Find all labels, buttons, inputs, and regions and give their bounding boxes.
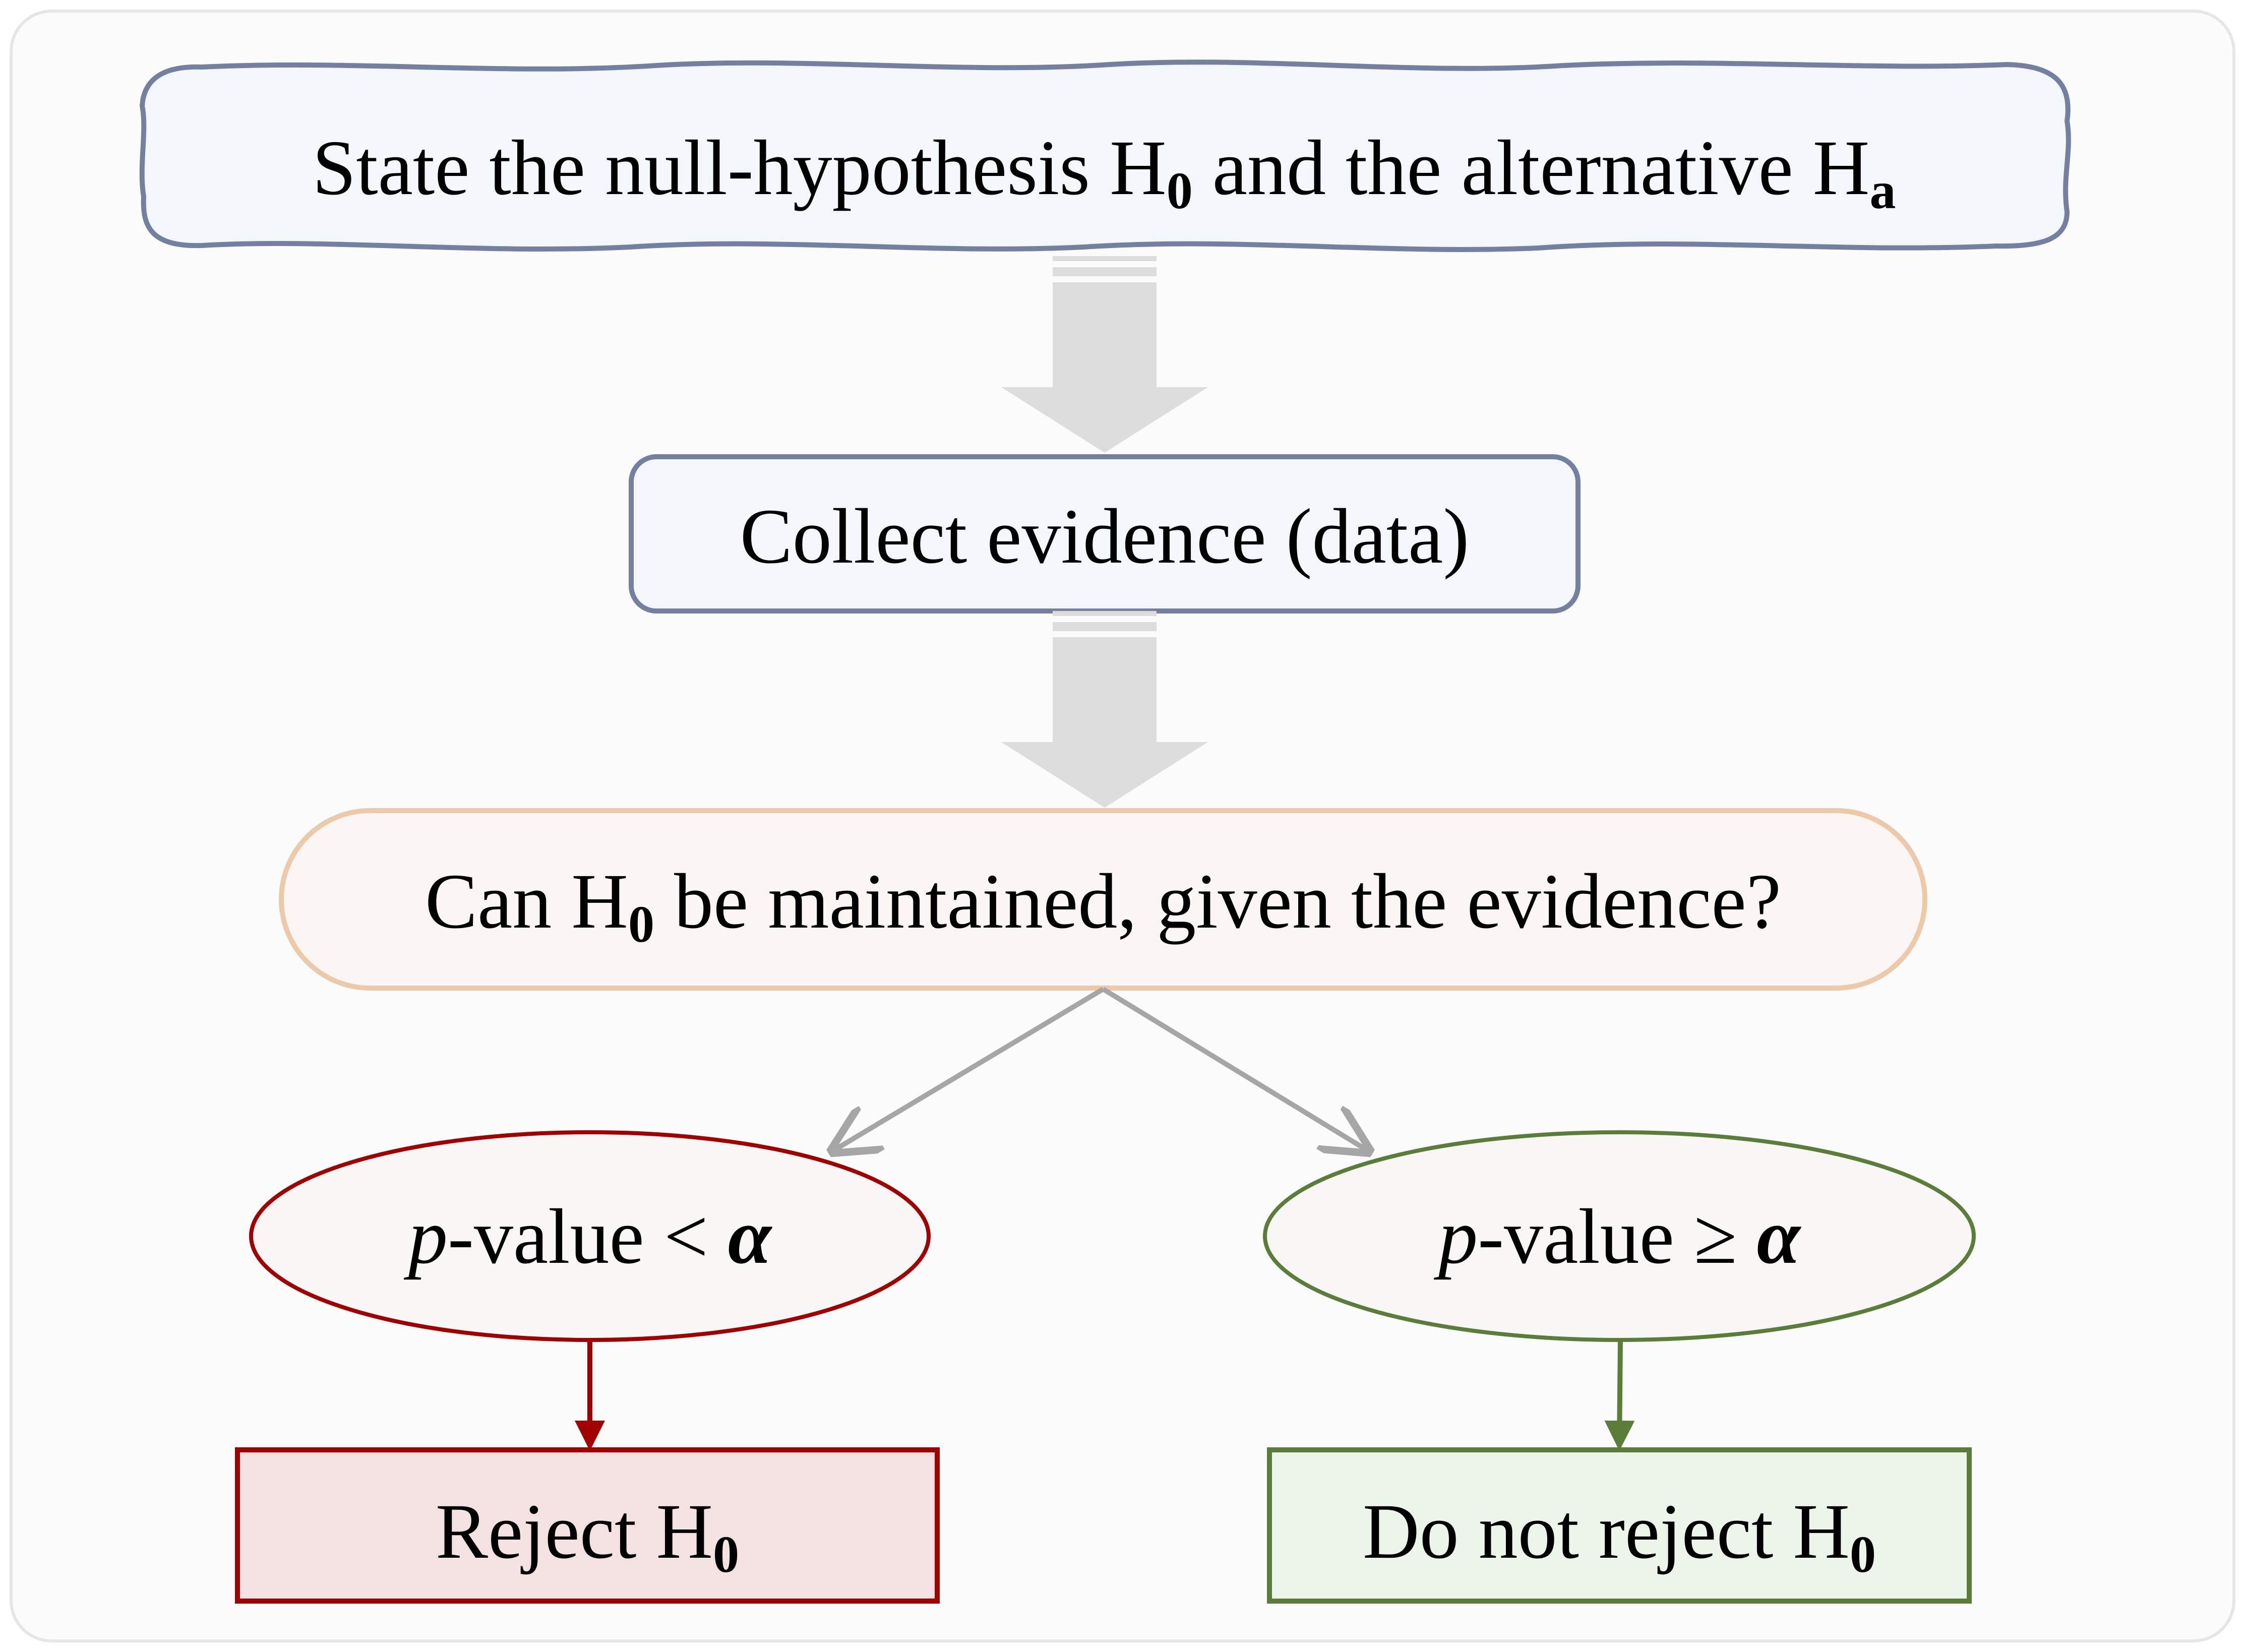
question-post-text: be maintained, given the evidence? [654, 858, 1781, 945]
branch-arrow-right [1102, 987, 1368, 1151]
reject-box [235, 1447, 940, 1604]
not-reject-text: Do not reject H0 [1363, 1488, 1876, 1583]
hypothesis-box [139, 59, 2071, 252]
reject-text: Reject H0 [436, 1488, 739, 1583]
hypothesis-null-subscript: 0 [1167, 162, 1193, 220]
left-comparison-text: -value < [448, 1193, 728, 1280]
block-arrow-1 [1001, 256, 1208, 453]
branch-arrow-left [833, 987, 1105, 1151]
left-alpha-symbol: α [728, 1193, 773, 1280]
hypothesis-text: State the null-hypothesis H0 and the alt… [313, 124, 1896, 220]
right-condition-text: p-value ≥ α [1433, 1193, 1801, 1280]
right-p-symbol: p [1433, 1193, 1478, 1280]
not-reject-null-subscript: 0 [1850, 1525, 1876, 1583]
hypothesis-alt-subscript: a [1869, 162, 1896, 220]
hypothesis-mid-text: and the alternative H [1193, 124, 1870, 211]
collect-evidence-text: Collect evidence (data) [740, 493, 1470, 580]
not-reject-label: Do not reject H [1363, 1488, 1850, 1575]
question-box [279, 808, 1927, 991]
reject-label: Reject H [436, 1488, 713, 1575]
not-reject-box [1267, 1447, 1972, 1604]
left-p-symbol: p [403, 1193, 448, 1280]
right-comparison-text: -value ≥ [1478, 1193, 1756, 1280]
question-null-subscript: 0 [628, 895, 654, 953]
question-pre-text: Can H [425, 858, 628, 945]
question-text: Can H0 be maintained, given the evidence… [425, 858, 1781, 953]
right-alpha-symbol: α [1757, 1193, 1802, 1280]
hypothesis-main-text: State the null-hypothesis H [313, 124, 1167, 211]
not-reject-arrow [1604, 1339, 1635, 1451]
left-condition-text: p-value < α [403, 1193, 773, 1280]
block-arrow-2 [1001, 611, 1208, 808]
reject-null-subscript: 0 [713, 1525, 739, 1583]
